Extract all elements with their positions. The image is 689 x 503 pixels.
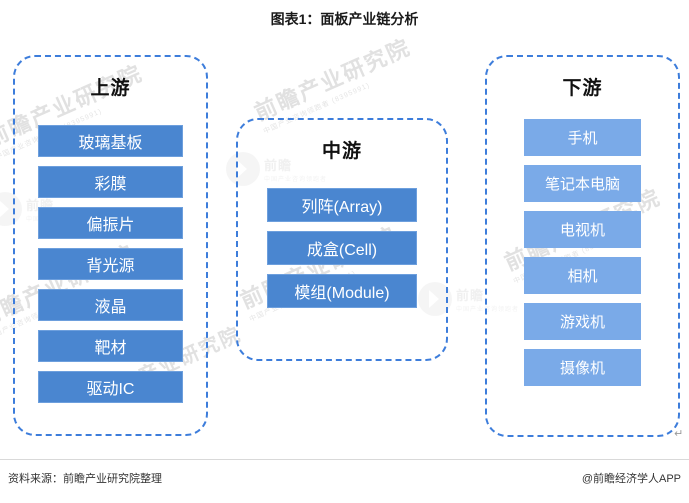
paragraph-mark: ↵ bbox=[674, 428, 684, 440]
node-downstream-mobile-phone[interactable]: 手机 bbox=[524, 119, 641, 156]
node-upstream-driver-ic[interactable]: 驱动IC bbox=[38, 371, 183, 403]
group-midstream-items: 列阵(Array) 成盒(Cell) 模组(Module) bbox=[238, 188, 446, 317]
group-downstream: 下游 手机 笔记本电脑 电视机 相机 游戏机 摄像机 bbox=[485, 55, 680, 437]
footer-divider bbox=[0, 459, 689, 460]
node-upstream-color-filter[interactable]: 彩膜 bbox=[38, 166, 183, 198]
footer-brand: @前瞻经济学人APP bbox=[581, 473, 681, 485]
group-upstream-title: 上游 bbox=[90, 78, 131, 99]
group-upstream: 上游 玻璃基板 彩膜 偏振片 背光源 液晶 靶材 驱动IC bbox=[13, 55, 208, 436]
group-downstream-title: 下游 bbox=[562, 78, 603, 99]
node-downstream-laptop[interactable]: 笔记本电脑 bbox=[524, 165, 641, 202]
node-upstream-target-material[interactable]: 靶材 bbox=[38, 330, 183, 362]
group-downstream-items: 手机 笔记本电脑 电视机 相机 游戏机 摄像机 bbox=[487, 119, 678, 395]
node-midstream-array[interactable]: 列阵(Array) bbox=[267, 188, 417, 222]
group-midstream-title: 中游 bbox=[321, 141, 362, 162]
node-upstream-glass-substrate[interactable]: 玻璃基板 bbox=[38, 125, 183, 157]
group-upstream-items: 玻璃基板 彩膜 偏振片 背光源 液晶 靶材 驱动IC bbox=[15, 125, 206, 412]
node-upstream-polarizer[interactable]: 偏振片 bbox=[38, 207, 183, 239]
node-midstream-module[interactable]: 模组(Module) bbox=[267, 274, 417, 308]
footer-source: 资料来源：前瞻产业研究院整理 bbox=[8, 473, 162, 485]
node-downstream-game-console[interactable]: 游戏机 bbox=[524, 303, 641, 340]
node-downstream-television[interactable]: 电视机 bbox=[524, 211, 641, 248]
group-midstream: 中游 列阵(Array) 成盒(Cell) 模组(Module) bbox=[236, 118, 448, 361]
node-upstream-backlight[interactable]: 背光源 bbox=[38, 248, 183, 280]
figure-title: 图表1：面板产业链分析 bbox=[270, 11, 419, 27]
node-midstream-cell[interactable]: 成盒(Cell) bbox=[267, 231, 417, 265]
node-downstream-camera[interactable]: 相机 bbox=[524, 257, 641, 294]
node-upstream-liquid-crystal[interactable]: 液晶 bbox=[38, 289, 183, 321]
node-downstream-video-camera[interactable]: 摄像机 bbox=[524, 349, 641, 386]
